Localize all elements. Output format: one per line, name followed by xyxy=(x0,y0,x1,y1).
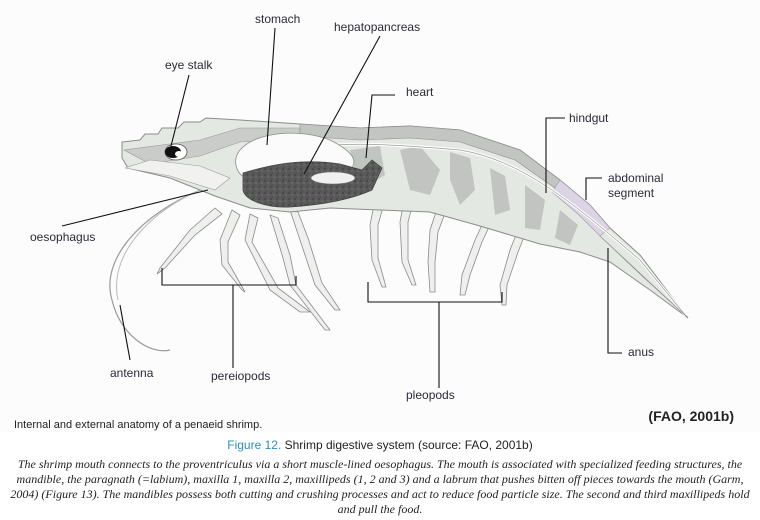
shrimp-anatomy-figure: stomach hepatopancreas eye stalk heart h… xyxy=(14,12,734,431)
hepatopancreas-shape xyxy=(242,159,383,208)
label-segment: segment xyxy=(608,186,655,200)
antenna-shape xyxy=(109,189,201,352)
body-paragraph: The shrimp mouth connects to the provent… xyxy=(10,457,750,516)
pereiopods-shape xyxy=(156,207,341,331)
label-eye-stalk: eye stalk xyxy=(165,58,213,72)
label-pereiopods: pereiopods xyxy=(211,369,271,383)
label-heart: heart xyxy=(406,85,434,99)
label-stomach: stomach xyxy=(255,12,301,26)
label-hepatopancreas: hepatopancreas xyxy=(334,20,421,34)
figure-caption-text: Shrimp digestive system (source: FAO, 20… xyxy=(281,438,533,452)
label-hindgut: hindgut xyxy=(569,111,609,125)
label-abdominal: abdominal xyxy=(608,171,664,185)
figure-inner-caption: Internal and external anatomy of a penae… xyxy=(14,419,263,431)
figure-caption: Figure 12. Shrimp digestive system (sour… xyxy=(0,438,760,452)
label-antenna: antenna xyxy=(110,366,154,380)
leader-lines xyxy=(61,27,622,388)
shrimp-illustration xyxy=(61,27,689,388)
label-pleopods: pleopods xyxy=(406,388,455,402)
label-anus: anus xyxy=(628,345,655,359)
figure-credit: (FAO, 2001b) xyxy=(648,408,734,424)
label-oesophagus: oesophagus xyxy=(30,230,96,244)
figure-number: Figure 12. xyxy=(227,438,282,452)
